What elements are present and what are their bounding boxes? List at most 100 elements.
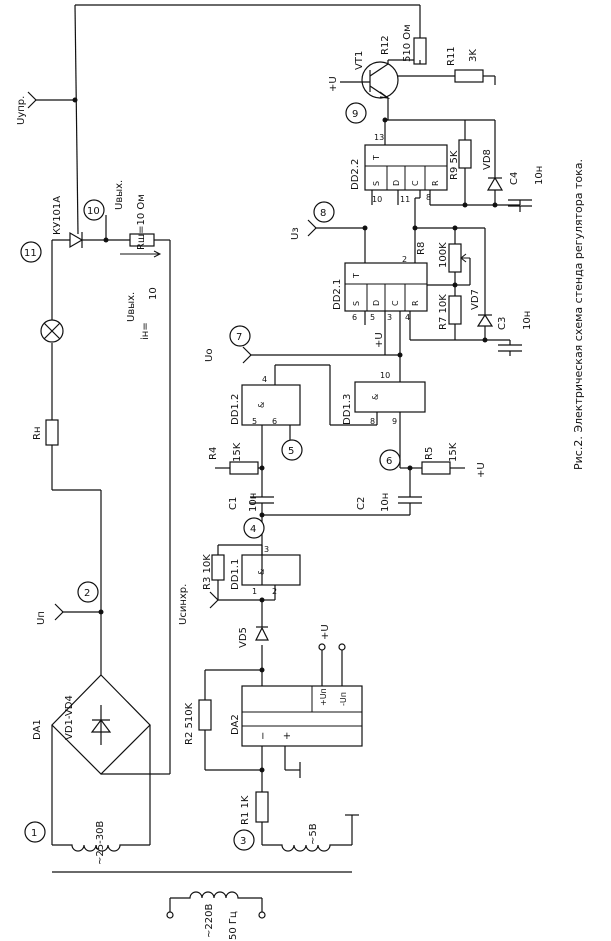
pin-10: 10	[372, 195, 382, 204]
label-c2-val: 10н	[380, 493, 391, 512]
gate-dd13-and: &	[371, 394, 380, 400]
label-vd8: VD8	[482, 149, 493, 170]
label-dd22: DD2.2	[350, 159, 361, 190]
label-da1: DA1	[32, 719, 43, 740]
ff21-c: C	[391, 300, 400, 306]
label-freq: 50 Гц	[228, 911, 239, 940]
label-pin-plus-u: +Uп	[319, 688, 328, 706]
flipflop-dd22	[364, 144, 448, 191]
ff21-d: D	[372, 300, 381, 306]
label-r11: R11	[446, 46, 457, 66]
svg-text:1: 1	[31, 828, 37, 839]
label-dd13: DD1.3	[342, 394, 353, 425]
label-r1: R1 1K	[240, 795, 251, 825]
svg-text:6: 6	[386, 456, 392, 467]
flipflop-dd21	[344, 262, 428, 312]
node-1: 1	[24, 821, 46, 843]
label-r8-val: 100K	[438, 242, 449, 268]
label-r9: R9 5K	[449, 150, 460, 180]
svg-text:3: 3	[240, 836, 246, 847]
label-ac-25-30: ~25-30В	[95, 821, 106, 865]
pin-10b: 10	[380, 371, 390, 380]
transformer-primary	[166, 891, 266, 919]
pin-9: 9	[392, 417, 397, 426]
label-plus-u-da2: +U	[320, 624, 331, 640]
label-dd11: DD1.1	[230, 559, 241, 590]
label-minus: −	[258, 732, 269, 740]
gate-dd11-and: &	[257, 569, 266, 575]
label-plus-u-r5: +U	[476, 462, 487, 478]
label-uvyh: Uвых.	[114, 180, 125, 210]
pin-8: 8	[426, 193, 431, 202]
svg-text:8: 8	[320, 208, 326, 219]
pin-4b: 4	[262, 375, 267, 384]
label-r7: R7 10K	[438, 294, 449, 330]
label-plus: +	[282, 732, 293, 740]
pin-1: 1	[252, 587, 257, 596]
pin-6: 6	[352, 313, 357, 322]
label-vd7: VD7	[470, 289, 481, 310]
node-8: 8	[313, 201, 335, 223]
label-r2: R2 510K	[184, 702, 195, 745]
label-dd21: DD2.1	[332, 279, 343, 310]
label-r3: R3 10K	[202, 554, 213, 590]
label-r4: R4	[208, 447, 219, 460]
svg-text:11: 11	[24, 248, 37, 259]
node-9: 9	[345, 102, 367, 124]
svg-text:7: 7	[236, 332, 242, 343]
ff22-t: T	[372, 155, 381, 161]
ff21-r: R	[411, 300, 420, 306]
label-c4-val: 10н	[534, 166, 545, 185]
label-r11-val: 3K	[468, 49, 479, 62]
label-ac-5: ~5В	[308, 823, 319, 845]
label-uo: Uо	[204, 349, 215, 362]
label-c2: C2	[356, 497, 367, 510]
pin-2: 2	[402, 255, 407, 264]
svg-text:9: 9	[352, 109, 358, 120]
transistor-vt1	[361, 61, 399, 99]
label-ac-220: ~220В	[204, 904, 215, 938]
label-c3-val: 10н	[522, 311, 533, 330]
node-4: 4	[243, 517, 265, 539]
svg-text:2: 2	[84, 588, 90, 599]
label-c1-val: 10н	[248, 493, 259, 512]
label-uupr: Uупр.	[16, 96, 27, 125]
label-r5: R5	[424, 447, 435, 460]
label-plus-u-dd21: +U	[374, 332, 385, 348]
label-c1: C1	[228, 497, 239, 510]
pin-3b: 3	[264, 545, 269, 554]
pin-3: 3	[387, 313, 392, 322]
gate-dd12	[241, 384, 301, 426]
pin-2b: 2	[272, 587, 277, 596]
pin-13: 13	[374, 133, 384, 142]
pin-4: 4	[405, 313, 410, 322]
label-uz: Uз	[290, 227, 301, 240]
pin-5: 5	[370, 313, 375, 322]
label-plus-u-vt1: +U	[328, 76, 339, 92]
label-r5-val: 15K	[448, 442, 459, 462]
label-pin-minus-u: -Uп	[339, 692, 348, 706]
node-6: 6	[379, 449, 401, 471]
svg-text:10: 10	[87, 206, 100, 217]
label-da2: DA2	[230, 714, 241, 735]
node-7: 7	[229, 325, 251, 347]
node-2: 2	[77, 581, 99, 603]
gate-dd12-and: &	[257, 402, 266, 408]
opamp-da2	[241, 685, 363, 747]
pin-5b: 5	[252, 417, 257, 426]
label-un: Uп	[36, 611, 47, 625]
node-3: 3	[233, 829, 255, 851]
label-r8: R8	[416, 242, 427, 255]
pin-6b: 6	[272, 417, 277, 426]
label-usinhr: Uсинхр.	[178, 584, 189, 625]
svg-text:5: 5	[288, 446, 294, 457]
gate-dd11	[241, 554, 301, 586]
label-c4: C4	[509, 172, 520, 185]
gate-dd13	[354, 381, 426, 413]
label-r12-val: 510 Ом	[402, 24, 413, 62]
label-vt1: VT1	[354, 51, 365, 70]
label-rn: Rн	[32, 427, 43, 441]
figure-caption: Рис.2. Электрическая схема стенда регуля…	[572, 159, 585, 470]
